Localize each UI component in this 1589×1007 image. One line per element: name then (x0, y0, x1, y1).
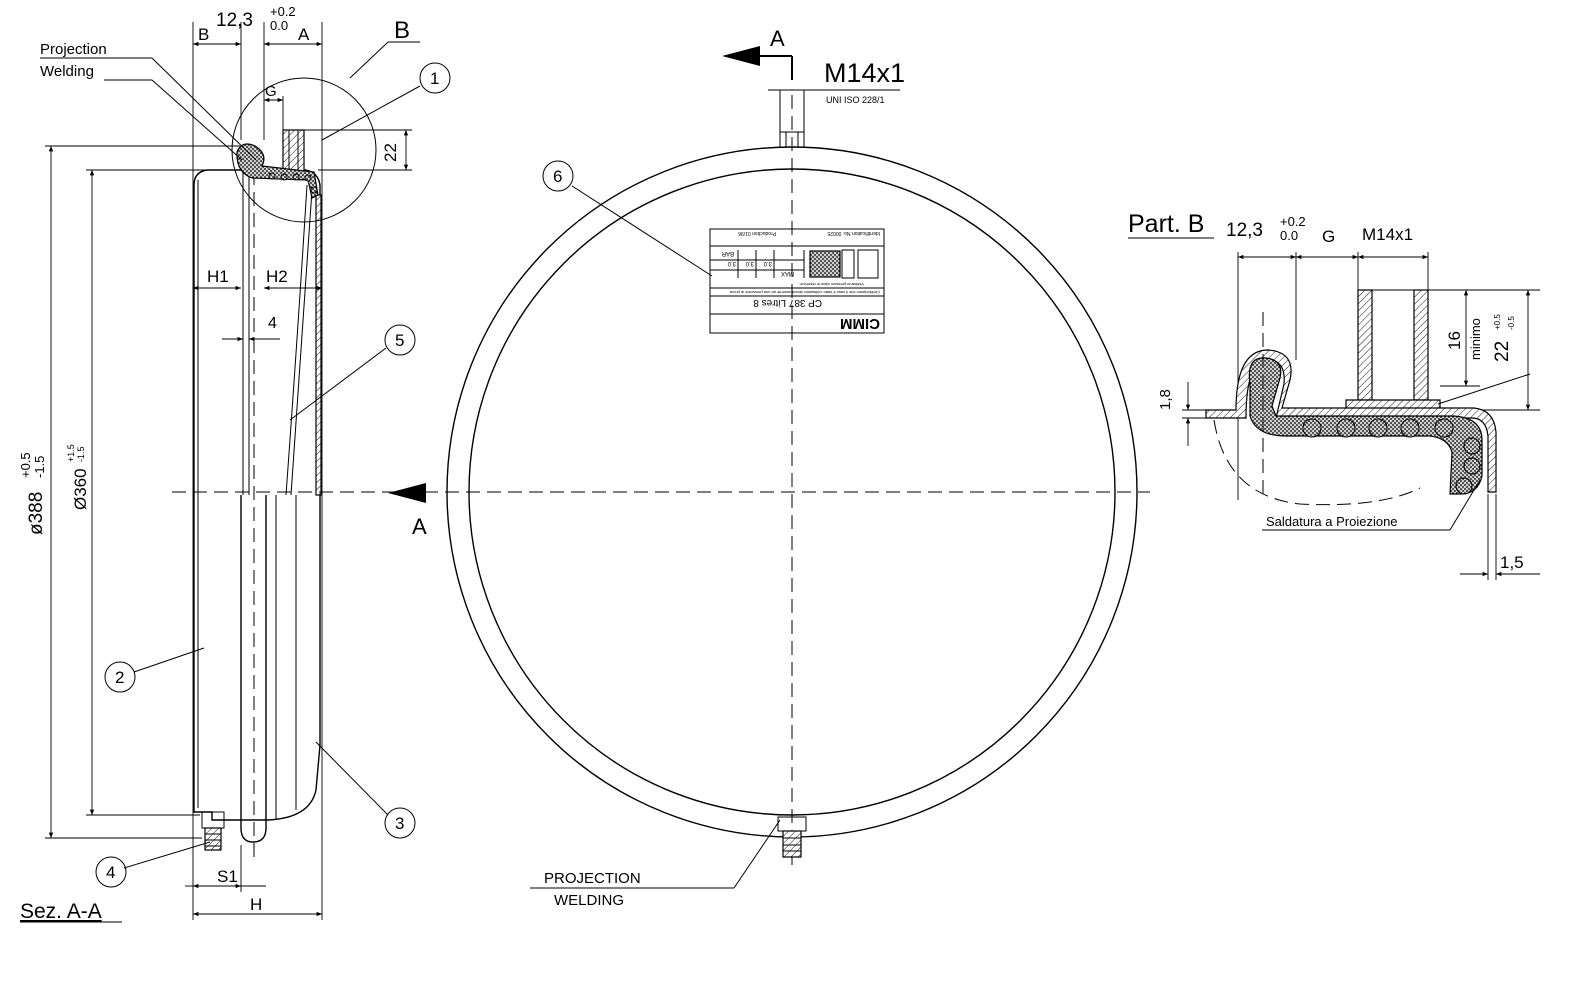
membrane-curve (285, 184, 308, 496)
dim-h2-label: H2 (266, 267, 288, 286)
plate-model: CP 387 Litres 8 (753, 297, 822, 308)
detail-title: Part. B (1128, 210, 1204, 238)
callout-4-label: 4 (106, 863, 115, 882)
name-plate: CIMM CP 387 Litres 8 Certifichiamo che i… (709, 228, 885, 334)
section-view: B B A 12,3 +0.2 0.0 G 22 Projection Weld… (18, 4, 1150, 923)
detail-dim-width: 12,3 (1226, 220, 1263, 241)
projection-label-1: Projection (40, 41, 107, 58)
callout-2 (104, 661, 136, 693)
dia-outer-tol-plus: +0.5 (18, 452, 33, 478)
dim-4-label: 4 (268, 315, 277, 332)
plate-line-1: Certifichiamo che il vaso è stato collau… (729, 290, 880, 295)
plate-value-3: 3.0 (763, 260, 772, 266)
detail-minimo: minimo (1468, 318, 1483, 360)
detail-view: Part. B 12,3 +0.2 0.0 G M14x1 16 minimo … (1128, 210, 1540, 580)
detail-fitting-left (1357, 289, 1373, 401)
dim-h-label: H (250, 895, 262, 914)
shell-outline (193, 169, 321, 821)
callout-3-label: 3 (395, 814, 404, 833)
plate-value-2: 3.0 (745, 260, 754, 266)
dim-a-label: A (298, 25, 310, 44)
detail-tol-plus: +0.2 (1280, 214, 1306, 229)
detail-ref-label: B (394, 17, 410, 44)
plate-production: Production 01/96 (738, 230, 776, 236)
plate-brand: CIMM (840, 315, 880, 332)
detail-tol-minus: 0.0 (1280, 228, 1298, 243)
front-bottom-valve (782, 830, 802, 858)
shell-wall-section (315, 194, 322, 496)
top-fitting (282, 129, 305, 173)
callout-5 (384, 324, 416, 356)
section-title: Sez. A-A (20, 900, 102, 923)
section-arrow-left (388, 483, 426, 503)
detail-weld-label: Saldatura a Proiezione (1266, 514, 1398, 529)
projection-label-2: Welding (40, 63, 94, 80)
detail-tol22-plus: +0.5 (1493, 314, 1502, 330)
dim-s1-label: S1 (217, 867, 238, 886)
dim-width-tol-plus: +0.2 (270, 4, 296, 19)
callout-3 (384, 807, 416, 839)
dim-h1-label: H1 (207, 267, 229, 286)
front-view: A M14x1 UNI ISO 228/1 A PROJECTION WELDI… (388, 26, 1138, 909)
detail-dim-22: 22 (1492, 341, 1513, 362)
thread-label: M14x1 (824, 58, 905, 88)
plate-max-label: MAX (781, 270, 794, 276)
dia-inner-label: Ø360 (71, 468, 90, 510)
plate-value-1: 3.0 (727, 260, 736, 266)
dim-g-label: G (265, 83, 277, 100)
thread-standard-label: UNI ISO 228/1 (826, 95, 885, 105)
plate-pictogram (809, 250, 841, 278)
dia-outer-label: ø388 (26, 492, 47, 535)
detail-thread: M14x1 (1362, 225, 1413, 244)
detail-dim-18: 1,8 (1157, 389, 1174, 410)
detail-b-circle (231, 77, 377, 223)
section-arrow-top (722, 46, 760, 66)
detail-dim-15: 1,5 (1500, 553, 1524, 572)
callout-6-label: 6 (553, 167, 562, 186)
detail-dim-g: G (1322, 227, 1335, 246)
rolled-edge-weld (236, 143, 319, 199)
detail-tol22-minus: -0.5 (1507, 316, 1516, 330)
section-marker-left: A (412, 514, 427, 539)
dim-22-label: 22 (381, 143, 400, 162)
plate-ident: Identification No. 00025 (827, 230, 880, 236)
dia-inner-tol-plus: +1.5 (66, 444, 76, 462)
front-welding-label-1: PROJECTION (544, 870, 641, 887)
callout-4 (95, 856, 127, 888)
front-welding-label-2: WELDING (554, 892, 624, 909)
detail-membrane (1248, 357, 1483, 495)
callout-5-label: 5 (395, 331, 404, 350)
plate-bar-label: BAR (721, 250, 734, 256)
dim-width-tol-minus: 0.0 (270, 18, 288, 33)
callout-1-label: 1 (430, 69, 439, 88)
dia-outer-tol-minus: -1.5 (32, 456, 47, 478)
plate-line-2: Vérifiamo pression dans le réservoir. (799, 282, 864, 287)
dia-inner-tol-minus: -1.5 (76, 446, 86, 462)
dim-b-label: B (198, 25, 209, 44)
callout-6 (542, 160, 574, 192)
callout-1 (419, 62, 451, 94)
dim-width-label: 12,3 (216, 10, 253, 31)
detail-fitting-right (1413, 289, 1429, 401)
detail-dim-16: 16 (1445, 331, 1464, 350)
bottom-valve (204, 827, 222, 851)
section-marker-top: A (770, 26, 785, 51)
callout-2-label: 2 (115, 668, 124, 687)
